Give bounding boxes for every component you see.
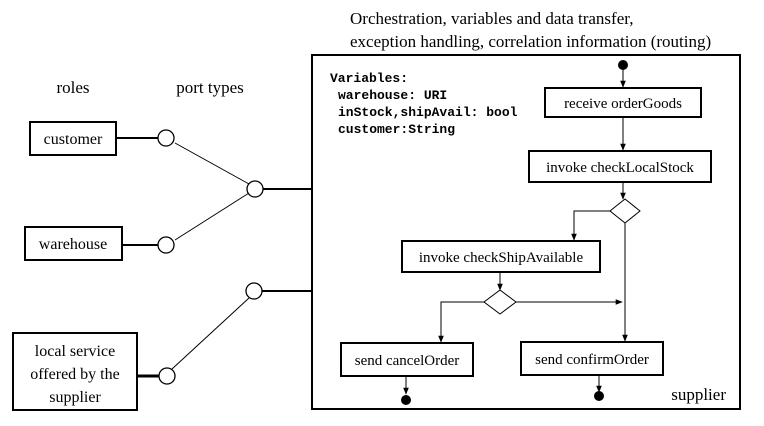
port-types xyxy=(157,129,264,385)
warehouse-port-circle xyxy=(157,236,175,254)
process-container xyxy=(311,54,741,410)
variables-title: Variables: xyxy=(330,71,408,86)
role-local-service-line-1: local service xyxy=(35,343,115,360)
variable-line-1: warehouse: URI xyxy=(338,88,447,103)
activity-receive-order-goods: receive orderGoods xyxy=(544,87,702,118)
role-local-service: local service offered by the supplier xyxy=(12,332,138,411)
activity-confirm-label: send confirmOrder xyxy=(535,352,649,368)
header-line-2: exception handling, correlation informat… xyxy=(350,32,711,51)
variable-line-2: inStock,shipAvail: bool xyxy=(338,105,518,120)
cancel-end-node xyxy=(401,395,411,405)
role-warehouse-label: warehouse xyxy=(39,236,107,253)
decision-to-check-ship-edge xyxy=(571,210,611,241)
role-local-service-line-3: supplier xyxy=(49,389,101,406)
role-warehouse: warehouse xyxy=(24,226,123,261)
customer-port-circle xyxy=(157,129,175,147)
warehouse-to-hub-line xyxy=(174,192,250,241)
local-to-supplier-port-line xyxy=(171,297,250,370)
ship-decision-diamond xyxy=(483,289,517,315)
activity-send-cancel-order: send cancelOrder xyxy=(340,342,474,377)
activity-check-stock-label: invoke checkLocalStock xyxy=(546,160,694,176)
stock-decision-diamond xyxy=(609,198,641,224)
role-customer: customer xyxy=(29,121,117,156)
supplier-port-circle xyxy=(245,282,263,300)
activity-send-confirm-order: send confirmOrder xyxy=(520,341,664,376)
role-customer-label: customer xyxy=(44,131,103,148)
decision-to-cancel-edge xyxy=(438,301,484,343)
hub-port-circle xyxy=(246,180,264,198)
port-types-column-label: port types xyxy=(176,78,244,97)
start-node xyxy=(618,60,628,70)
variables-block: Variables: warehouse: URI inStock,shipAv… xyxy=(330,71,518,137)
header-line-1: Orchestration, variables and data transf… xyxy=(350,9,633,28)
activity-check-ship-label: invoke checkShipAvailable xyxy=(419,250,584,266)
flow-edges xyxy=(403,65,628,395)
activity-cancel-label: send cancelOrder xyxy=(355,353,460,369)
customer-to-hub-line xyxy=(174,142,250,185)
process-label: supplier xyxy=(671,385,726,404)
activity-invoke-check-ship-available: invoke checkShipAvailable xyxy=(401,240,601,273)
roles-column-label: roles xyxy=(56,78,89,97)
variable-line-3: customer:String xyxy=(338,122,455,137)
confirm-end-node xyxy=(594,391,604,401)
role-port-connectors xyxy=(116,137,312,378)
local-service-port-circle xyxy=(158,367,176,385)
role-local-service-line-2: offered by the xyxy=(30,366,119,383)
activity-invoke-check-local-stock: invoke checkLocalStock xyxy=(528,150,712,183)
activity-receive-label: receive orderGoods xyxy=(564,96,682,112)
